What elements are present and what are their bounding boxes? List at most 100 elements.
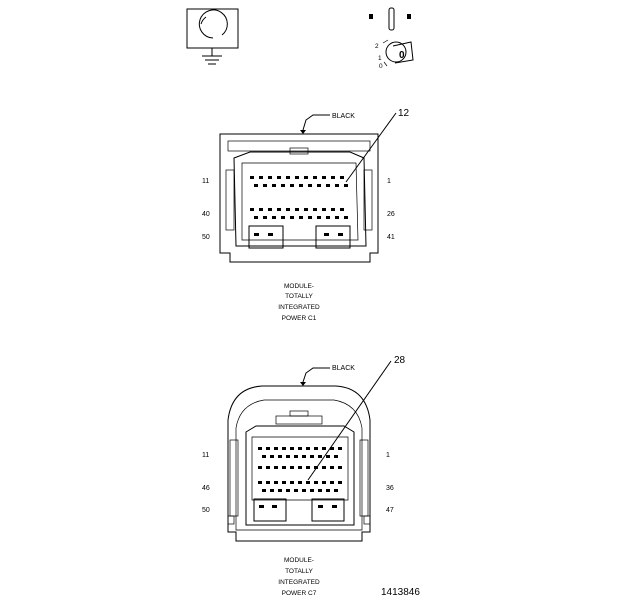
- pin-cavity: [294, 489, 298, 492]
- connector-c1-callout: 12: [398, 108, 410, 119]
- pin-cavity: [295, 176, 299, 179]
- pin-cavity: [344, 216, 348, 219]
- pin-cavity: [290, 216, 294, 219]
- c1-caption-line-1: MODULE-: [284, 283, 314, 290]
- pin-cavity: [335, 216, 339, 219]
- pin-cavity: [299, 184, 303, 187]
- svg-text:0: 0: [399, 50, 405, 61]
- c7-pin-label-bottom-right: 47: [386, 507, 394, 514]
- svg-text:2: 2: [375, 43, 379, 50]
- pin-cavity: [322, 208, 326, 211]
- pin-cavity: [340, 208, 344, 211]
- pin-cavity: [290, 184, 294, 187]
- pin-cavity: [331, 176, 335, 179]
- pin-cavity: [310, 455, 314, 458]
- c7-caption-line-2: TOTALLY: [285, 568, 313, 575]
- pin-cavity: [286, 176, 290, 179]
- pin-cavity: [262, 489, 266, 492]
- pin-cavity: [281, 184, 285, 187]
- pin-cavity: [326, 455, 330, 458]
- pin-cavity: [326, 489, 330, 492]
- pin-cavity: [259, 208, 263, 211]
- pin-cavity: [268, 208, 272, 211]
- connector-c1-color-label: BLACK: [332, 113, 355, 120]
- pin-cavity: [302, 455, 306, 458]
- pin-cavity: [266, 447, 270, 450]
- pin-cavity: [277, 208, 281, 211]
- pin-cavity: [290, 447, 294, 450]
- pin-cavity: [290, 466, 294, 469]
- pin-cavity: [263, 216, 267, 219]
- pin-cavity: [322, 447, 326, 450]
- c7-pin-label-mid-left: 46: [202, 485, 210, 492]
- pin-cavity: [338, 466, 342, 469]
- pin-cavity: [278, 489, 282, 492]
- pin-cavity: [282, 466, 286, 469]
- connector-c7-callout: 28: [394, 355, 406, 366]
- c1-pin-label-mid-left: 40: [202, 211, 210, 218]
- pin-cavity: [282, 481, 286, 484]
- c1-caption-line-3: INTEGRATED: [278, 304, 320, 311]
- pin-cavity: [281, 216, 285, 219]
- pin-cavity: [330, 447, 334, 450]
- pin-cavity: [310, 489, 314, 492]
- ignition-switch-icon: 0 2 1 0: [369, 7, 414, 70]
- connector-c7-color-label: BLACK: [332, 365, 355, 372]
- pin-cavity: [286, 489, 290, 492]
- pin-cavity: [326, 184, 330, 187]
- pin-cavity: [306, 481, 310, 484]
- pin-cavity: [294, 455, 298, 458]
- pin-cavity: [266, 481, 270, 484]
- pin-cavity: [317, 216, 321, 219]
- pin-cavity: [259, 176, 263, 179]
- pin-cavity: [314, 466, 318, 469]
- pin-cavity: [295, 208, 299, 211]
- pin-cavity: [282, 447, 286, 450]
- pin-cavity: [322, 481, 326, 484]
- ground-symbol-icon: [186, 8, 239, 65]
- pin-cavity: [340, 176, 344, 179]
- pin-cavity: [304, 176, 308, 179]
- pin-cavity: [298, 481, 302, 484]
- pin-cavity: [258, 466, 262, 469]
- c7-pin-label-bottom-left: 50: [202, 507, 210, 514]
- c7-caption-line-4: POWER C7: [282, 590, 317, 597]
- pin-cavity: [250, 176, 254, 179]
- pin-cavity: [277, 176, 281, 179]
- svg-text:0: 0: [379, 63, 383, 70]
- pin-cavity: [330, 466, 334, 469]
- c7-caption-line-1: MODULE-: [284, 557, 314, 564]
- pin-cavity: [344, 184, 348, 187]
- pin-cavity: [262, 455, 266, 458]
- pin-cavity: [250, 208, 254, 211]
- pin-cavity: [263, 184, 267, 187]
- pin-cavity: [313, 176, 317, 179]
- connector-c7: BLACK 28 11 1 46 36 50 47 MODULE- TOTALL: [202, 355, 406, 597]
- pin-cavity: [272, 216, 276, 219]
- pin-cavity: [286, 455, 290, 458]
- pin-cavity: [298, 466, 302, 469]
- c1-pin-label-bottom-right: 41: [387, 234, 395, 241]
- pin-cavity: [306, 466, 310, 469]
- pin-cavity: [258, 481, 262, 484]
- pin-cavity: [338, 481, 342, 484]
- pin-cavity: [272, 184, 276, 187]
- pin-cavity: [313, 208, 317, 211]
- pin-cavity: [274, 466, 278, 469]
- pin-cavity: [304, 208, 308, 211]
- pin-cavity: [258, 447, 262, 450]
- pin-cavity: [318, 489, 322, 492]
- c1-pin-label-mid-right: 26: [387, 211, 395, 218]
- pin-cavity: [290, 481, 294, 484]
- c1-pin-label-bottom-left: 50: [202, 234, 210, 241]
- pin-cavity: [308, 216, 312, 219]
- pin-cavity: [274, 447, 278, 450]
- c7-pin-label-top-right: 1: [386, 452, 390, 459]
- figure-number: 1413846: [381, 587, 420, 598]
- pin-cavity: [299, 216, 303, 219]
- pin-cavity: [254, 184, 258, 187]
- pin-cavity: [326, 216, 330, 219]
- pin-cavity: [270, 489, 274, 492]
- c1-pin-label-top-left: 11: [202, 178, 209, 185]
